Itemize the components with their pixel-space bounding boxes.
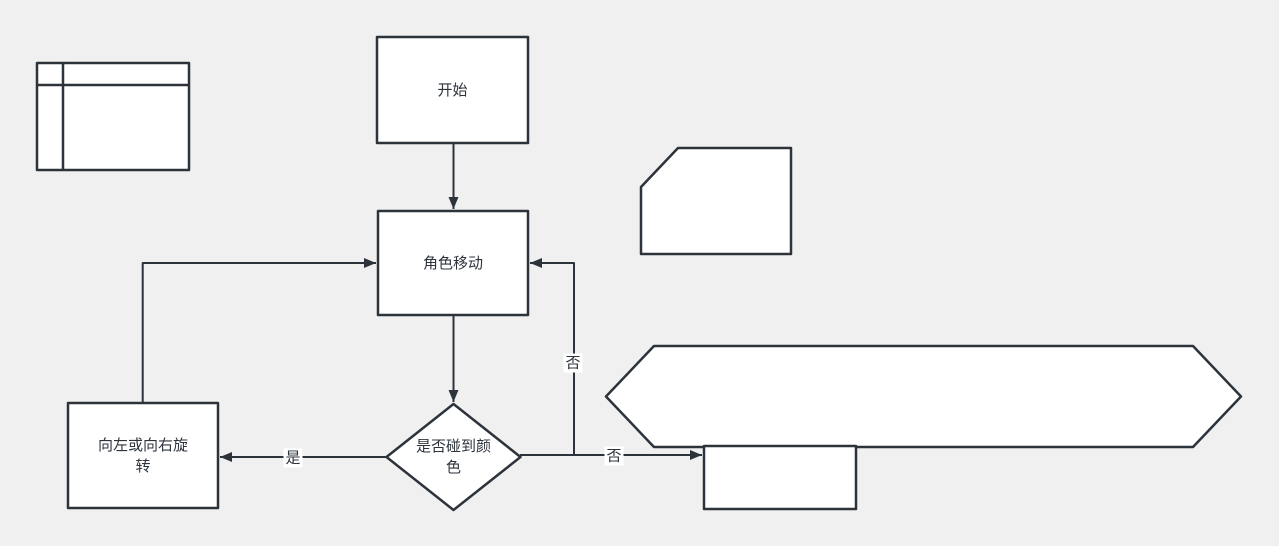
- card-shape[interactable]: [639, 146, 793, 256]
- table-shape[interactable]: [35, 61, 191, 172]
- edge-no-loop-to-move[interactable]: [530, 258, 575, 455]
- character-move-node[interactable]: [376, 209, 530, 317]
- edge-rotate-loop-to-move[interactable]: [141, 258, 376, 402]
- rotate-node[interactable]: [66, 401, 220, 510]
- start-node[interactable]: [375, 35, 530, 145]
- small-process-box[interactable]: [702, 444, 858, 511]
- hexagon-shape[interactable]: [604, 344, 1243, 449]
- decision-node[interactable]: [385, 402, 522, 512]
